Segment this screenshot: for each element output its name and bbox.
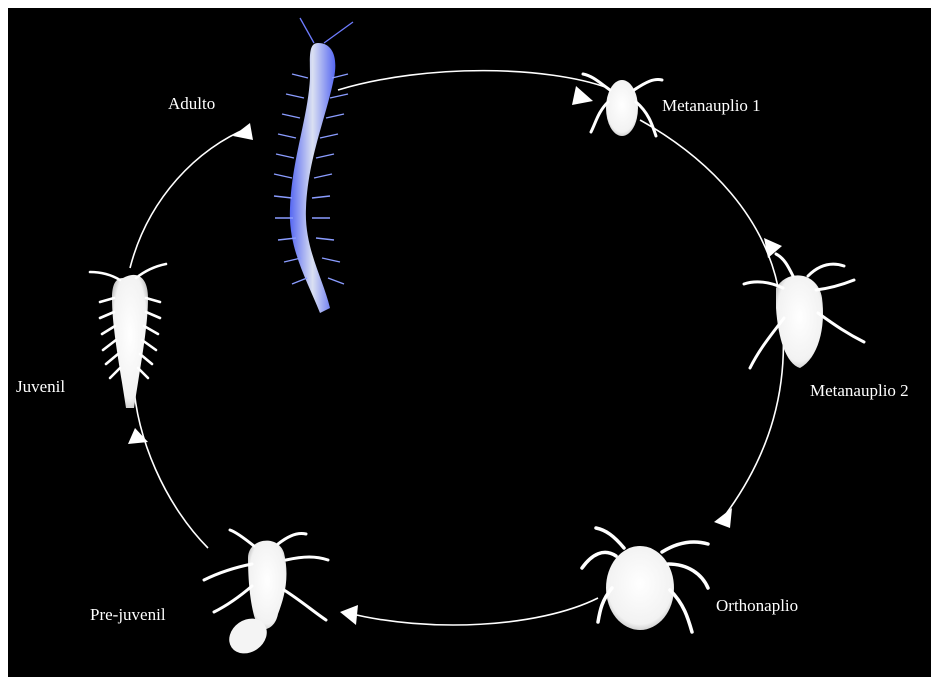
orthonaplio-specimen [582,528,708,632]
arrow-to-pre-juvenil [340,605,358,625]
label-orthonaplio: Orthonaplio [716,596,798,615]
arrow-to-orthonaplio [714,508,732,528]
life-cycle-diagram: Adulto Metanauplio 1 Metanauplio 2 Ortho… [8,8,931,677]
pre-juvenil-specimen [204,530,328,661]
arrow-to-metanauplio-1 [572,86,593,105]
metanauplio-2-specimen [744,254,864,368]
label-juvenil: Juvenil [16,377,65,396]
arrow-to-juvenil [128,428,148,444]
label-metanauplio-2: Metanauplio 2 [810,381,909,400]
label-adulto: Adulto [168,94,215,113]
label-pre-juvenil: Pre-juvenil [90,605,166,624]
juvenil-specimen [90,264,166,408]
arrow-to-adulto [233,123,253,140]
adulto-specimen [274,18,353,313]
label-metanauplio-1: Metanauplio 1 [662,96,761,115]
life-cycle-canvas: Adulto Metanauplio 1 Metanauplio 2 Ortho… [8,8,931,677]
